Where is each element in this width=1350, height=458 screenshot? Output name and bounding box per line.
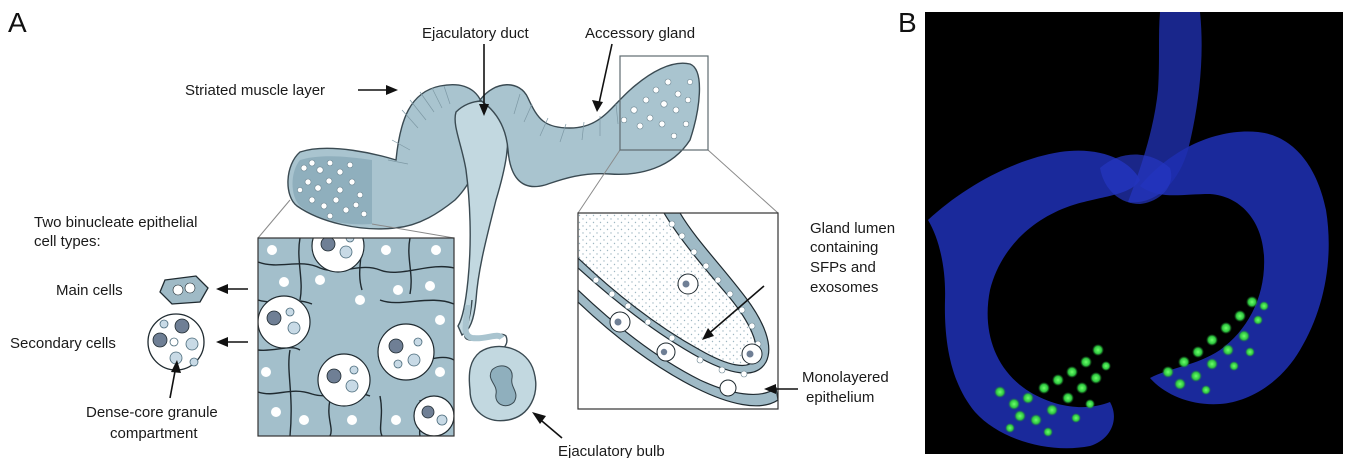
gland-lumen-label-line1: Gland lumen <box>810 220 895 237</box>
secondary-cell <box>378 324 434 380</box>
secondary-cell-icon <box>148 314 204 370</box>
main-cell-icon <box>160 276 208 304</box>
panel-b-letter: B <box>898 7 917 38</box>
main-cells-label: Main cells <box>56 282 123 299</box>
dense-core-label-line2: compartment <box>110 425 198 442</box>
ejaculatory-bulb-label: Ejaculatory bulb <box>558 443 665 458</box>
secondary-cell <box>318 354 370 406</box>
monolayered-label-line2: epithelium <box>806 389 874 406</box>
secondary-cells-arrow <box>216 337 248 347</box>
monolayered-label-line1: Monolayered <box>802 369 889 386</box>
microscopy-image <box>925 12 1343 454</box>
striated-muscle-arrow <box>358 85 398 95</box>
panel-a-letter: A <box>8 7 27 38</box>
two-binucleate-label-line2: cell types: <box>34 233 101 250</box>
ejaculatory-duct-arrow <box>479 44 489 116</box>
gland-lumen-label-line3: SFPs and <box>810 259 876 276</box>
secondary-cell <box>258 296 310 348</box>
ejaculatory-duct-body <box>455 101 508 335</box>
gland-lumen-inset <box>578 213 778 409</box>
two-binucleate-label-line1: Two binucleate epithelial <box>34 214 197 231</box>
accessory-gland-label: Accessory gland <box>585 25 695 42</box>
accessory-gland-arrow <box>592 44 612 112</box>
ejaculatory-duct-label: Ejaculatory duct <box>422 25 530 42</box>
ejaculatory-bulb-arrow <box>532 412 562 438</box>
striated-muscle-label: Striated muscle layer <box>185 82 325 99</box>
main-cells-arrow <box>216 284 248 294</box>
cell-mosaic-inset <box>258 220 454 436</box>
gland-lumen-label-line2: containing <box>810 239 878 256</box>
gland-lumen-label-line4: exosomes <box>810 279 878 296</box>
secondary-cells-label: Secondary cells <box>10 335 116 352</box>
secondary-cell <box>414 396 454 436</box>
dense-core-label-line1: Dense-core granule <box>86 404 218 421</box>
